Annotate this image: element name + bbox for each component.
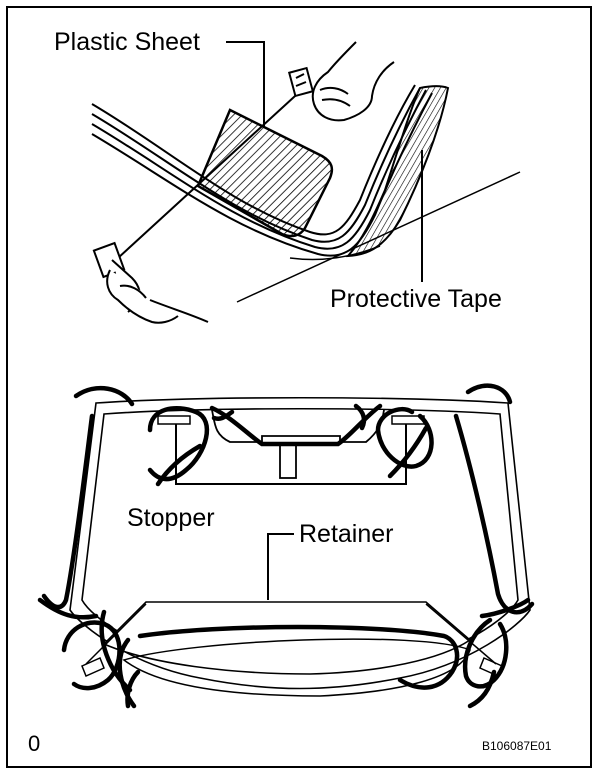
windshield-edge-layers [91,84,433,257]
plastic-sheet [196,108,334,238]
figure-code: B106087E01 [482,739,552,753]
removal-area-marks [37,383,535,709]
lower-hand [92,241,209,324]
plastic-sheet-leader [226,41,265,128]
plastic-sheet-label: Plastic Sheet [54,28,200,56]
lower-retainer-plate [102,601,472,675]
cowl-lower [122,638,471,697]
retainer-leader [267,533,294,600]
retainer-label: Retainer [299,520,394,548]
protective-tape-label: Protective Tape [330,285,502,313]
corner-retainer-left [81,656,105,678]
stopper-label: Stopper [127,504,215,532]
piano-wire [117,85,307,259]
stopper-left [157,415,191,425]
body-panel-line [236,171,521,303]
retainer-leader-left [85,603,147,665]
body-panel-curve [289,245,381,261]
retainer-leader-right [425,603,497,665]
upper-hand [287,41,395,122]
stopper-leader [175,424,407,485]
page-marker: 0 [28,731,41,756]
